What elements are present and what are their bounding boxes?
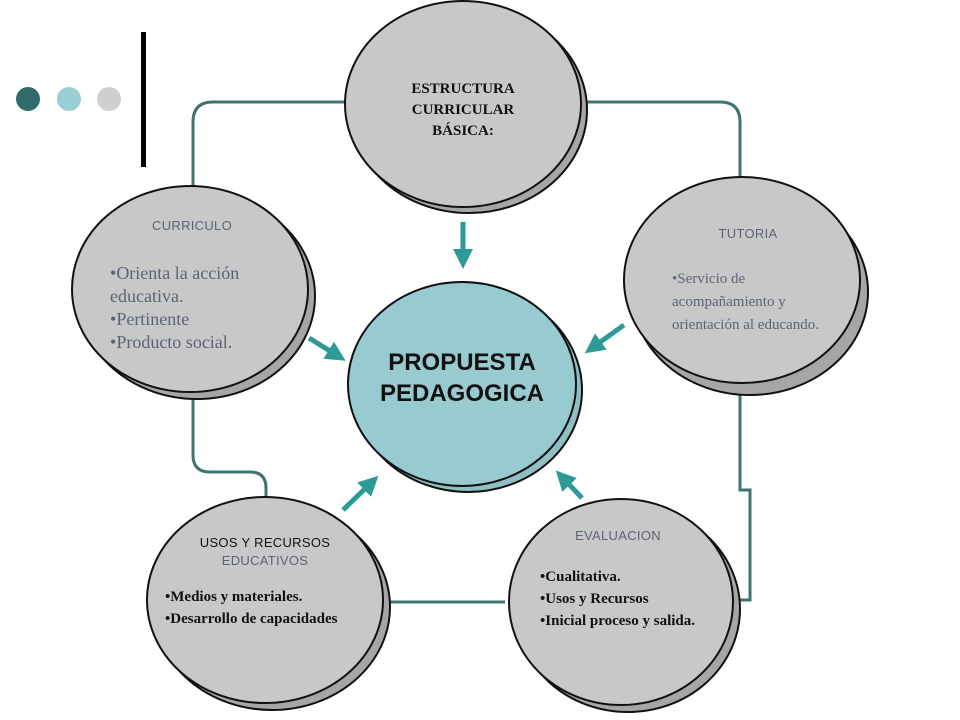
decor-dot-gray <box>97 87 121 111</box>
estructura-title-line1: ESTRUCTURA <box>411 81 515 97</box>
usos-item-1: Medios y materiales. <box>165 586 345 608</box>
decor-dot-teal <box>57 87 81 111</box>
curriculo-item-3: Producto social. <box>110 331 282 354</box>
tutoria-item-1: Servicio de acompañamiento y orientación… <box>672 268 830 337</box>
decor-vertical-bar <box>141 32 146 167</box>
center-title: PROPUESTA PEDAGOGICA <box>350 347 574 409</box>
evaluacion-item-3: Inicial proceso y salida. <box>540 610 700 632</box>
curriculo-title: CURRICULO <box>152 218 232 233</box>
usos-title-line2: EDUCATIVOS <box>221 553 309 568</box>
center-title-line1: PROPUESTA <box>388 349 536 376</box>
arrow-tutoria-to-center <box>584 322 626 354</box>
arrow-usos-to-center <box>341 475 379 512</box>
usos-title: USOS Y RECURSOS EDUCATIVOS <box>170 534 360 570</box>
connector-curriculo-usos <box>191 395 268 497</box>
decor-dot-dark <box>16 87 40 111</box>
arrow-curriculo-to-center <box>307 335 346 361</box>
usos-list: Medios y materiales. Desarrollo de capac… <box>165 586 345 630</box>
estructura-title-line2: CURRICULAR <box>411 102 515 118</box>
connector-tutoria-evaluacion <box>738 385 752 602</box>
tutoria-title: TUTORIA <box>718 226 778 241</box>
evaluacion-title: EVALUACION <box>575 528 661 543</box>
curriculo-item-1: Orienta la acción educativa. <box>110 262 282 308</box>
connector-curriculo-estructura <box>191 100 345 190</box>
usos-item-2: Desarrollo de capacidades <box>165 608 345 630</box>
estructura-title-line3: BÁSICA: <box>432 123 494 139</box>
estructura-title: ESTRUCTURA CURRICULAR BÁSICA: <box>370 79 556 142</box>
curriculo-list: Orienta la acción educativa. Pertinente … <box>110 262 282 354</box>
tutoria-list: Servicio de acompañamiento y orientación… <box>672 268 830 337</box>
center-title-line2: PEDAGOGICA <box>379 380 544 407</box>
connector-estructura-tutoria <box>580 100 742 180</box>
curriculo-item-2: Pertinente <box>110 308 282 331</box>
evaluacion-list: Cualitativa. Usos y Recursos Inicial pro… <box>540 566 700 632</box>
usos-title-line1: USOS Y RECURSOS <box>199 535 331 550</box>
evaluacion-item-2: Usos y Recursos <box>540 588 700 610</box>
evaluacion-item-1: Cualitativa. <box>540 566 700 588</box>
node-estructura <box>344 0 588 214</box>
arrow-evaluacion-to-center <box>555 470 584 500</box>
node-center <box>347 281 583 493</box>
